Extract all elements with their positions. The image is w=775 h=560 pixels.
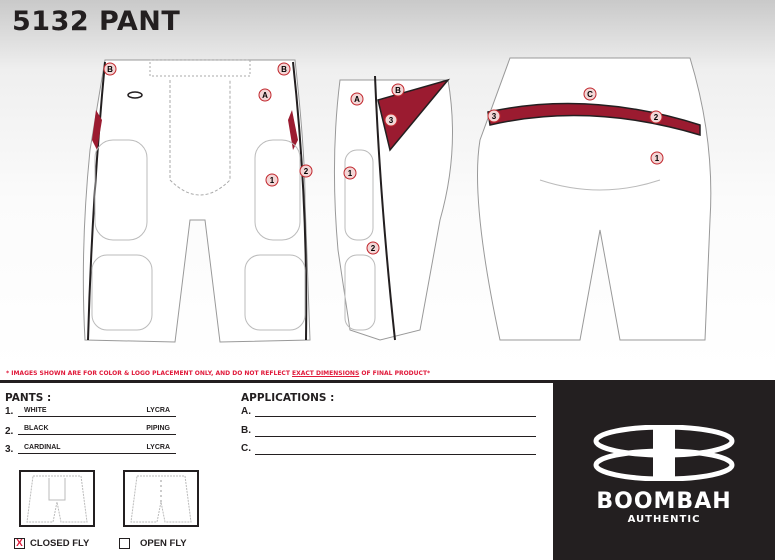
pant-num-2: 2. bbox=[5, 426, 14, 437]
callout-markers: B B A 2 1 A B 3 1 2 C 3 2 1 bbox=[103, 62, 664, 255]
callout-front-a: A bbox=[258, 88, 272, 102]
page-title: 5132 PANT bbox=[12, 6, 181, 37]
svg-text:C: C bbox=[587, 90, 593, 99]
applications-heading: APPLICATIONS : bbox=[241, 392, 335, 404]
callout-front-b2: B bbox=[277, 62, 291, 76]
svg-text:B: B bbox=[281, 65, 287, 74]
brand-name: BOOMBAH bbox=[596, 489, 732, 514]
svg-text:3: 3 bbox=[492, 112, 497, 121]
application-field-c[interactable] bbox=[255, 442, 536, 455]
callout-front-2: 2 bbox=[299, 164, 313, 178]
pants-heading: PANTS : bbox=[5, 392, 52, 404]
callout-back-c: C bbox=[583, 87, 597, 101]
closed-fly-checkbox[interactable]: X bbox=[14, 538, 25, 549]
pant-illustrations: B B A 2 1 A B 3 1 2 C 3 2 1 bbox=[82, 57, 712, 343]
callout-front-b1: B bbox=[103, 62, 117, 76]
divider bbox=[0, 380, 775, 383]
svg-text:3: 3 bbox=[389, 116, 394, 125]
svg-text:2: 2 bbox=[371, 244, 376, 253]
callout-back-2: 2 bbox=[649, 110, 663, 124]
callout-side-2: 2 bbox=[366, 241, 380, 255]
pant-num-1: 1. bbox=[5, 406, 14, 417]
boombah-logo-icon bbox=[593, 425, 735, 481]
application-field-a[interactable] bbox=[255, 404, 536, 417]
callout-side-1: 1 bbox=[343, 166, 357, 180]
closed-fly-thumbnail bbox=[19, 470, 95, 527]
svg-text:A: A bbox=[262, 91, 268, 100]
svg-text:B: B bbox=[395, 86, 401, 95]
pant-num-3: 3. bbox=[5, 444, 14, 455]
application-field-b[interactable] bbox=[255, 424, 536, 437]
side-view bbox=[333, 75, 453, 341]
callout-side-b: B bbox=[391, 83, 405, 97]
brand-panel: BOOMBAH AUTHENTIC bbox=[553, 383, 775, 560]
callout-side-a: A bbox=[350, 92, 364, 106]
application-label-c: C. bbox=[241, 443, 251, 454]
open-fly-thumbnail bbox=[123, 470, 199, 527]
open-fly-label: OPEN FLY bbox=[140, 538, 187, 549]
open-fly-checkbox[interactable] bbox=[119, 538, 130, 549]
svg-text:1: 1 bbox=[348, 169, 353, 178]
callout-back-1: 1 bbox=[650, 151, 664, 165]
boombah-logo-icon bbox=[127, 91, 143, 99]
svg-text:1: 1 bbox=[655, 154, 660, 163]
closed-fly-label: CLOSED FLY bbox=[30, 538, 90, 549]
svg-text:2: 2 bbox=[304, 167, 309, 176]
callout-front-1: 1 bbox=[265, 173, 279, 187]
svg-text:2: 2 bbox=[654, 113, 659, 122]
svg-text:A: A bbox=[354, 95, 360, 104]
application-label-b: B. bbox=[241, 425, 251, 436]
disclaimer: * IMAGES SHOWN ARE FOR COLOR & LOGO PLAC… bbox=[6, 370, 431, 377]
front-view bbox=[82, 59, 311, 343]
callout-back-3: 3 bbox=[487, 109, 501, 123]
back-view bbox=[477, 57, 712, 341]
svg-text:1: 1 bbox=[270, 176, 275, 185]
svg-text:B: B bbox=[107, 65, 113, 74]
application-label-a: A. bbox=[241, 406, 251, 417]
brand-tagline: AUTHENTIC bbox=[627, 514, 701, 525]
callout-side-3: 3 bbox=[384, 113, 398, 127]
